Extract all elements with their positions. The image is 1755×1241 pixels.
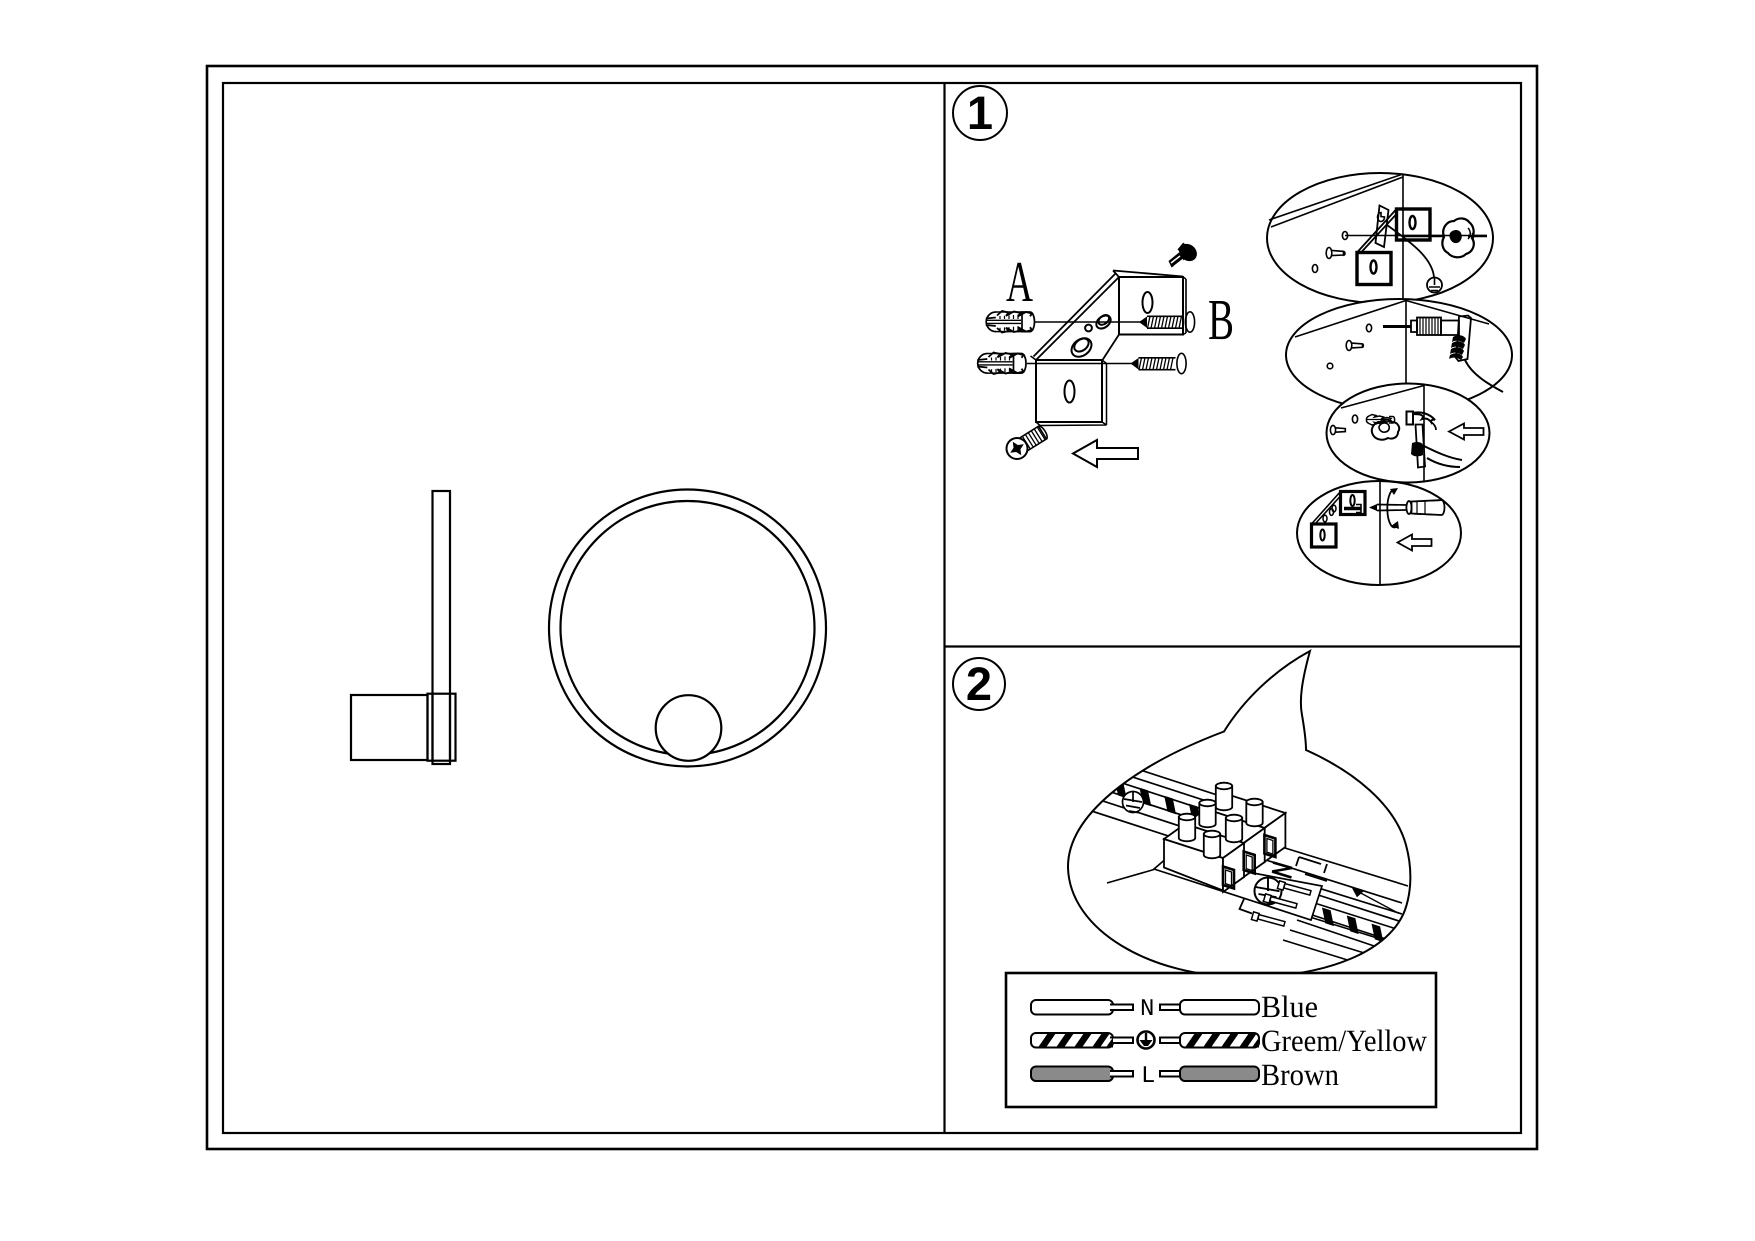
- svg-text:L: L: [1141, 1063, 1155, 1090]
- svg-text:N: N: [1140, 996, 1154, 1023]
- svg-text:1: 1: [967, 86, 993, 139]
- svg-text:Blue: Blue: [1261, 989, 1318, 1024]
- svg-text:2: 2: [966, 657, 992, 710]
- svg-text:A: A: [1006, 249, 1033, 314]
- svg-text:Greem/Yellow: Greem/Yellow: [1261, 1023, 1428, 1058]
- svg-text:B: B: [1208, 287, 1234, 352]
- svg-text:Brown: Brown: [1261, 1057, 1339, 1092]
